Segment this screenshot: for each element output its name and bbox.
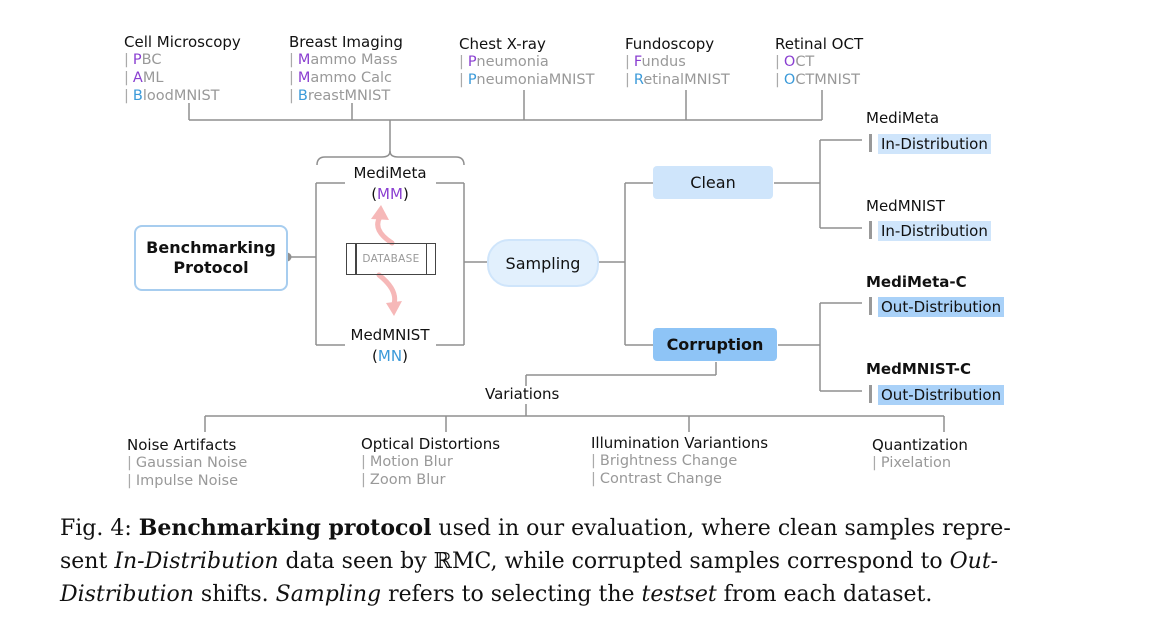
variations-label: Variations — [485, 385, 560, 403]
tag-out-distribution: Out-Distribution — [878, 297, 1005, 317]
output-title-medmnist: MedMNIST — [866, 197, 945, 215]
variation-illumination-variantions: Illumination Variantions|Brightness Chan… — [591, 434, 768, 488]
variation-item: |Contrast Change — [591, 471, 722, 487]
output-title-medmnist-c: MedMNIST-C — [866, 360, 971, 378]
variation-noise-artifacts: Noise Artifacts|Gaussian Noise |Impulse N… — [127, 436, 247, 490]
dataset-item: |PBC — [124, 52, 162, 68]
category-title: Breast Imaging — [289, 33, 403, 51]
variation-quantization: Quantization|Pixelation — [872, 436, 968, 472]
tag-in-distribution: In-Distribution — [878, 134, 991, 154]
category-fundoscopy: Fundoscopy|Fundus |RetinalMNIST — [625, 35, 730, 89]
dataset-item: |AML — [124, 70, 164, 86]
variation-title: Optical Distortions — [361, 435, 501, 453]
category-title: Fundoscopy — [625, 35, 715, 53]
output-title-medimeta-c: MediMeta-C — [866, 273, 967, 291]
sampling-node: Sampling — [487, 239, 599, 287]
database-icon: DATABASE — [346, 243, 436, 275]
dataset-item: |OCT — [775, 54, 815, 70]
medmnist-label: MedMNIST — [350, 326, 430, 344]
variation-title: Quantization — [872, 436, 968, 454]
variation-item: |Motion Blur — [361, 454, 453, 470]
dataset-item: |OCTMNIST — [775, 72, 860, 88]
tag-out-distribution: Out-Distribution — [878, 385, 1005, 405]
figure-caption: Fig. 4: Benchmarking protocol used in ou… — [60, 515, 1011, 607]
tag-in-distribution: In-Distribution — [878, 221, 991, 241]
dataset-item: |Mammo Mass — [289, 52, 398, 68]
corruption-node: Corruption — [653, 328, 777, 361]
dataset-item: |BloodMNIST — [124, 88, 220, 104]
dataset-item: |Fundus — [625, 54, 686, 70]
category-title: Retinal OCT — [775, 35, 864, 53]
category-title: Cell Microscopy — [124, 33, 241, 51]
category-breast-imaging: Breast Imaging|Mammo Mass |Mammo Calc |Bre… — [289, 33, 403, 105]
dataset-item: |PneumoniaMNIST — [459, 72, 595, 88]
dataset-item: |RetinalMNIST — [625, 72, 730, 88]
category-chest-x-ray: Chest X-ray|Pneumonia |PneumoniaMNIST — [459, 35, 595, 89]
benchmarking-protocol-box: Benchmarking Protocol — [134, 225, 288, 291]
medmnist-abbr: MN — [377, 347, 403, 365]
variation-item: |Pixelation — [872, 455, 952, 471]
medimeta-node: MediMeta (MM) — [338, 163, 442, 205]
clean-node: Clean — [653, 166, 773, 199]
variation-item: |Gaussian Noise — [127, 455, 248, 471]
variation-title: Noise Artifacts — [127, 436, 237, 454]
output-title-medimeta: MediMeta — [866, 109, 940, 127]
category-cell-microscopy: Cell Microscopy|PBC |AML |BloodMNIST — [124, 33, 241, 105]
medimeta-abbr: MM — [377, 185, 403, 203]
variation-optical-distortions: Optical Distortions|Motion Blur |Zoom Blu… — [361, 435, 500, 489]
medmnist-node: MedMNIST (MN) — [335, 325, 445, 367]
variation-item: |Brightness Change — [591, 453, 738, 469]
category-title: Chest X-ray — [459, 35, 546, 53]
dataset-item: |Mammo Calc — [289, 70, 393, 86]
dataset-item: |BreastMNIST — [289, 88, 391, 104]
variation-title: Illumination Variantions — [591, 434, 769, 452]
category-retinal-oct: Retinal OCT|OCT |OCTMNIST — [775, 35, 863, 89]
variation-item: |Zoom Blur — [361, 472, 446, 488]
dataset-item: |Pneumonia — [459, 54, 549, 70]
variation-item: |Impulse Noise — [127, 473, 239, 489]
medimeta-label: MediMeta — [353, 164, 427, 182]
